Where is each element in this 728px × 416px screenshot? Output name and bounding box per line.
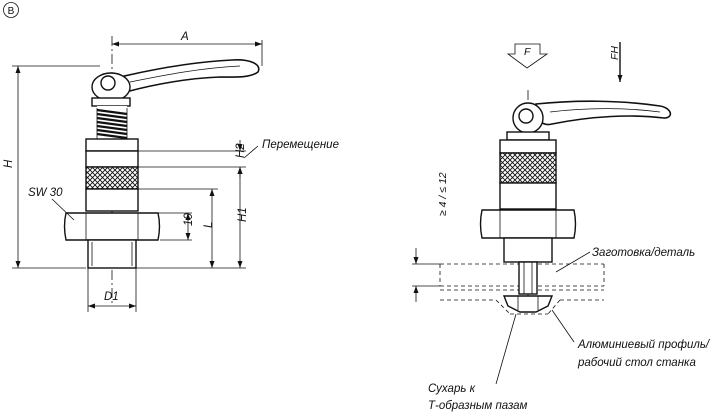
dim-H2: H2: [138, 140, 247, 178]
left-hex-nut: [63, 212, 161, 241]
label-profile: Алюминиевый профиль/ рабочий стол станка: [551, 309, 711, 369]
force-FH-arrow: FH: [609, 42, 623, 82]
right-hex-nut: [479, 209, 577, 239]
label-travel-text: Перемещение: [262, 139, 339, 151]
left-thread: [87, 239, 137, 269]
label-tnut-line1: Сухарь к: [428, 383, 476, 395]
t-nut: [502, 295, 554, 313]
dim-thickness: ≥ 4 / ≤ 12: [412, 172, 449, 302]
right-collar: [499, 139, 557, 154]
label-travel: Перемещение: [243, 139, 339, 159]
label-workpiece-text: Заготовка/деталь: [592, 247, 695, 259]
left-knurl: [85, 166, 139, 190]
dim-A: A: [112, 31, 263, 66]
right-knurl: [499, 152, 557, 184]
label-workpiece: Заготовка/деталь: [555, 247, 695, 273]
force-FH-label: FH: [609, 46, 621, 60]
dim-thickness-label: ≥ 4 / ≤ 12: [437, 172, 449, 216]
view-marker: B: [3, 2, 19, 18]
label-tnut-line2: Т-образным пазам: [428, 400, 528, 412]
dim-10: 10: [138, 212, 195, 241]
dim-A-label: A: [180, 31, 189, 43]
left-body: [85, 188, 139, 212]
profile-table: [440, 289, 604, 315]
dim-H2-label: H2: [235, 143, 247, 158]
label-sw: SW 30: [28, 187, 75, 221]
force-F-arrow: F: [506, 43, 549, 69]
dim-H: H: [3, 65, 100, 269]
dim-H1: H1: [138, 166, 249, 268]
label-profile-line1: Алюминиевый профиль/: [577, 339, 711, 351]
label-tnut: Сухарь к Т-образным пазам: [428, 313, 528, 412]
right-thread: [503, 237, 553, 263]
dim-D1: D1: [87, 268, 137, 312]
view-marker-label: B: [8, 6, 15, 17]
dim-H-label: H: [3, 159, 15, 168]
left-collar: [85, 138, 139, 152]
left-lever: [118, 59, 260, 93]
label-sw-text: SW 30: [28, 187, 63, 199]
dim-L-label: L: [203, 222, 215, 228]
force-F-label: F: [524, 46, 531, 58]
left-upper-body: [85, 150, 139, 168]
left-spring: [96, 106, 128, 140]
dim-10-label: 10: [183, 213, 195, 226]
dim-L: L: [136, 188, 246, 269]
label-profile-line2: рабочий стол станка: [577, 357, 696, 369]
dim-H1-label: H1: [237, 207, 249, 222]
right-view: F FH: [412, 42, 711, 412]
left-cam: [91, 72, 131, 107]
left-view: A H SW 30 10 L: [3, 31, 339, 312]
plunger: [518, 261, 538, 295]
right-body: [499, 182, 557, 210]
right-cam: [506, 102, 550, 141]
right-lever: [535, 100, 672, 126]
dim-D1-label: D1: [104, 291, 119, 303]
workpiece: [439, 263, 605, 287]
